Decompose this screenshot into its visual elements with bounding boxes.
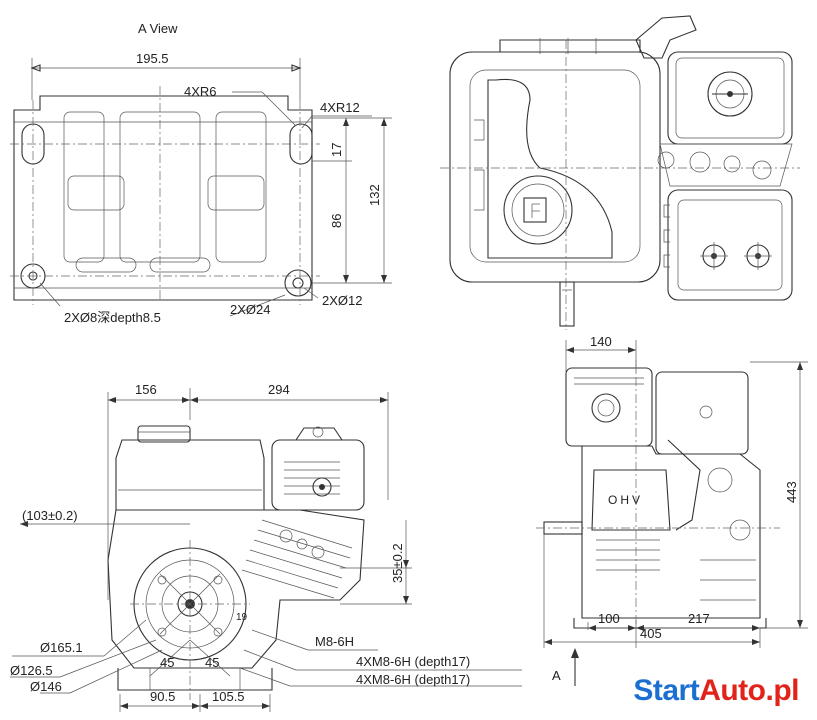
brand-part1: Start bbox=[633, 674, 700, 707]
dim-195-5: 195.5 bbox=[136, 51, 169, 66]
dim-19: 19 bbox=[236, 612, 248, 623]
dim-35: 35±0.2 bbox=[390, 543, 405, 583]
angle-45-right: 45 bbox=[205, 655, 219, 670]
a-view: A View 195.5 bbox=[10, 21, 392, 325]
dim-90-5: 90.5 bbox=[150, 689, 175, 704]
dim-140: 140 bbox=[590, 334, 612, 349]
hole-24: 2XØ24 bbox=[230, 302, 270, 317]
dim-294: 294 bbox=[268, 382, 290, 397]
top-view bbox=[440, 15, 800, 330]
dim-132: 132 bbox=[367, 184, 382, 206]
dim-217: 217 bbox=[688, 611, 710, 626]
dim-17: 17 bbox=[329, 143, 344, 157]
dim-103: (103±0.2) bbox=[22, 508, 78, 523]
view-label: A View bbox=[138, 21, 178, 36]
radius-small: 4XR6 bbox=[184, 84, 217, 99]
hole-8: 2XØ8深depth8.5 bbox=[64, 310, 161, 325]
dim-100: 100 bbox=[598, 611, 620, 626]
dim-165-1: Ø165.1 bbox=[40, 640, 83, 655]
side-view: 140 OHV 443 bbox=[536, 334, 808, 686]
thread-m8-depth-a: 4XM8-6H (depth17) bbox=[356, 654, 470, 669]
dim-126-5: Ø126.5 bbox=[10, 663, 53, 678]
dim-105-5: 105.5 bbox=[212, 689, 245, 704]
brand-logo: StartAuto.pl bbox=[633, 674, 799, 708]
dim-156: 156 bbox=[135, 382, 157, 397]
radius-large: 4XR12 bbox=[320, 100, 360, 115]
thread-m8-depth-b: 4XM8-6H (depth17) bbox=[356, 672, 470, 687]
dim-86: 86 bbox=[329, 214, 344, 228]
dim-405: 405 bbox=[640, 626, 662, 641]
front-view: 156 294 bbox=[10, 382, 522, 712]
ohv-label: OHV bbox=[608, 493, 643, 507]
brand-part2: Auto.pl bbox=[699, 674, 799, 707]
dim-146: Ø146 bbox=[30, 679, 62, 694]
dim-443: 443 bbox=[784, 481, 799, 503]
thread-m8: M8-6H bbox=[315, 634, 354, 649]
angle-45-left: 45 bbox=[160, 655, 174, 670]
hole-12: 2XØ12 bbox=[322, 293, 362, 308]
arrow-label: A bbox=[552, 668, 561, 683]
